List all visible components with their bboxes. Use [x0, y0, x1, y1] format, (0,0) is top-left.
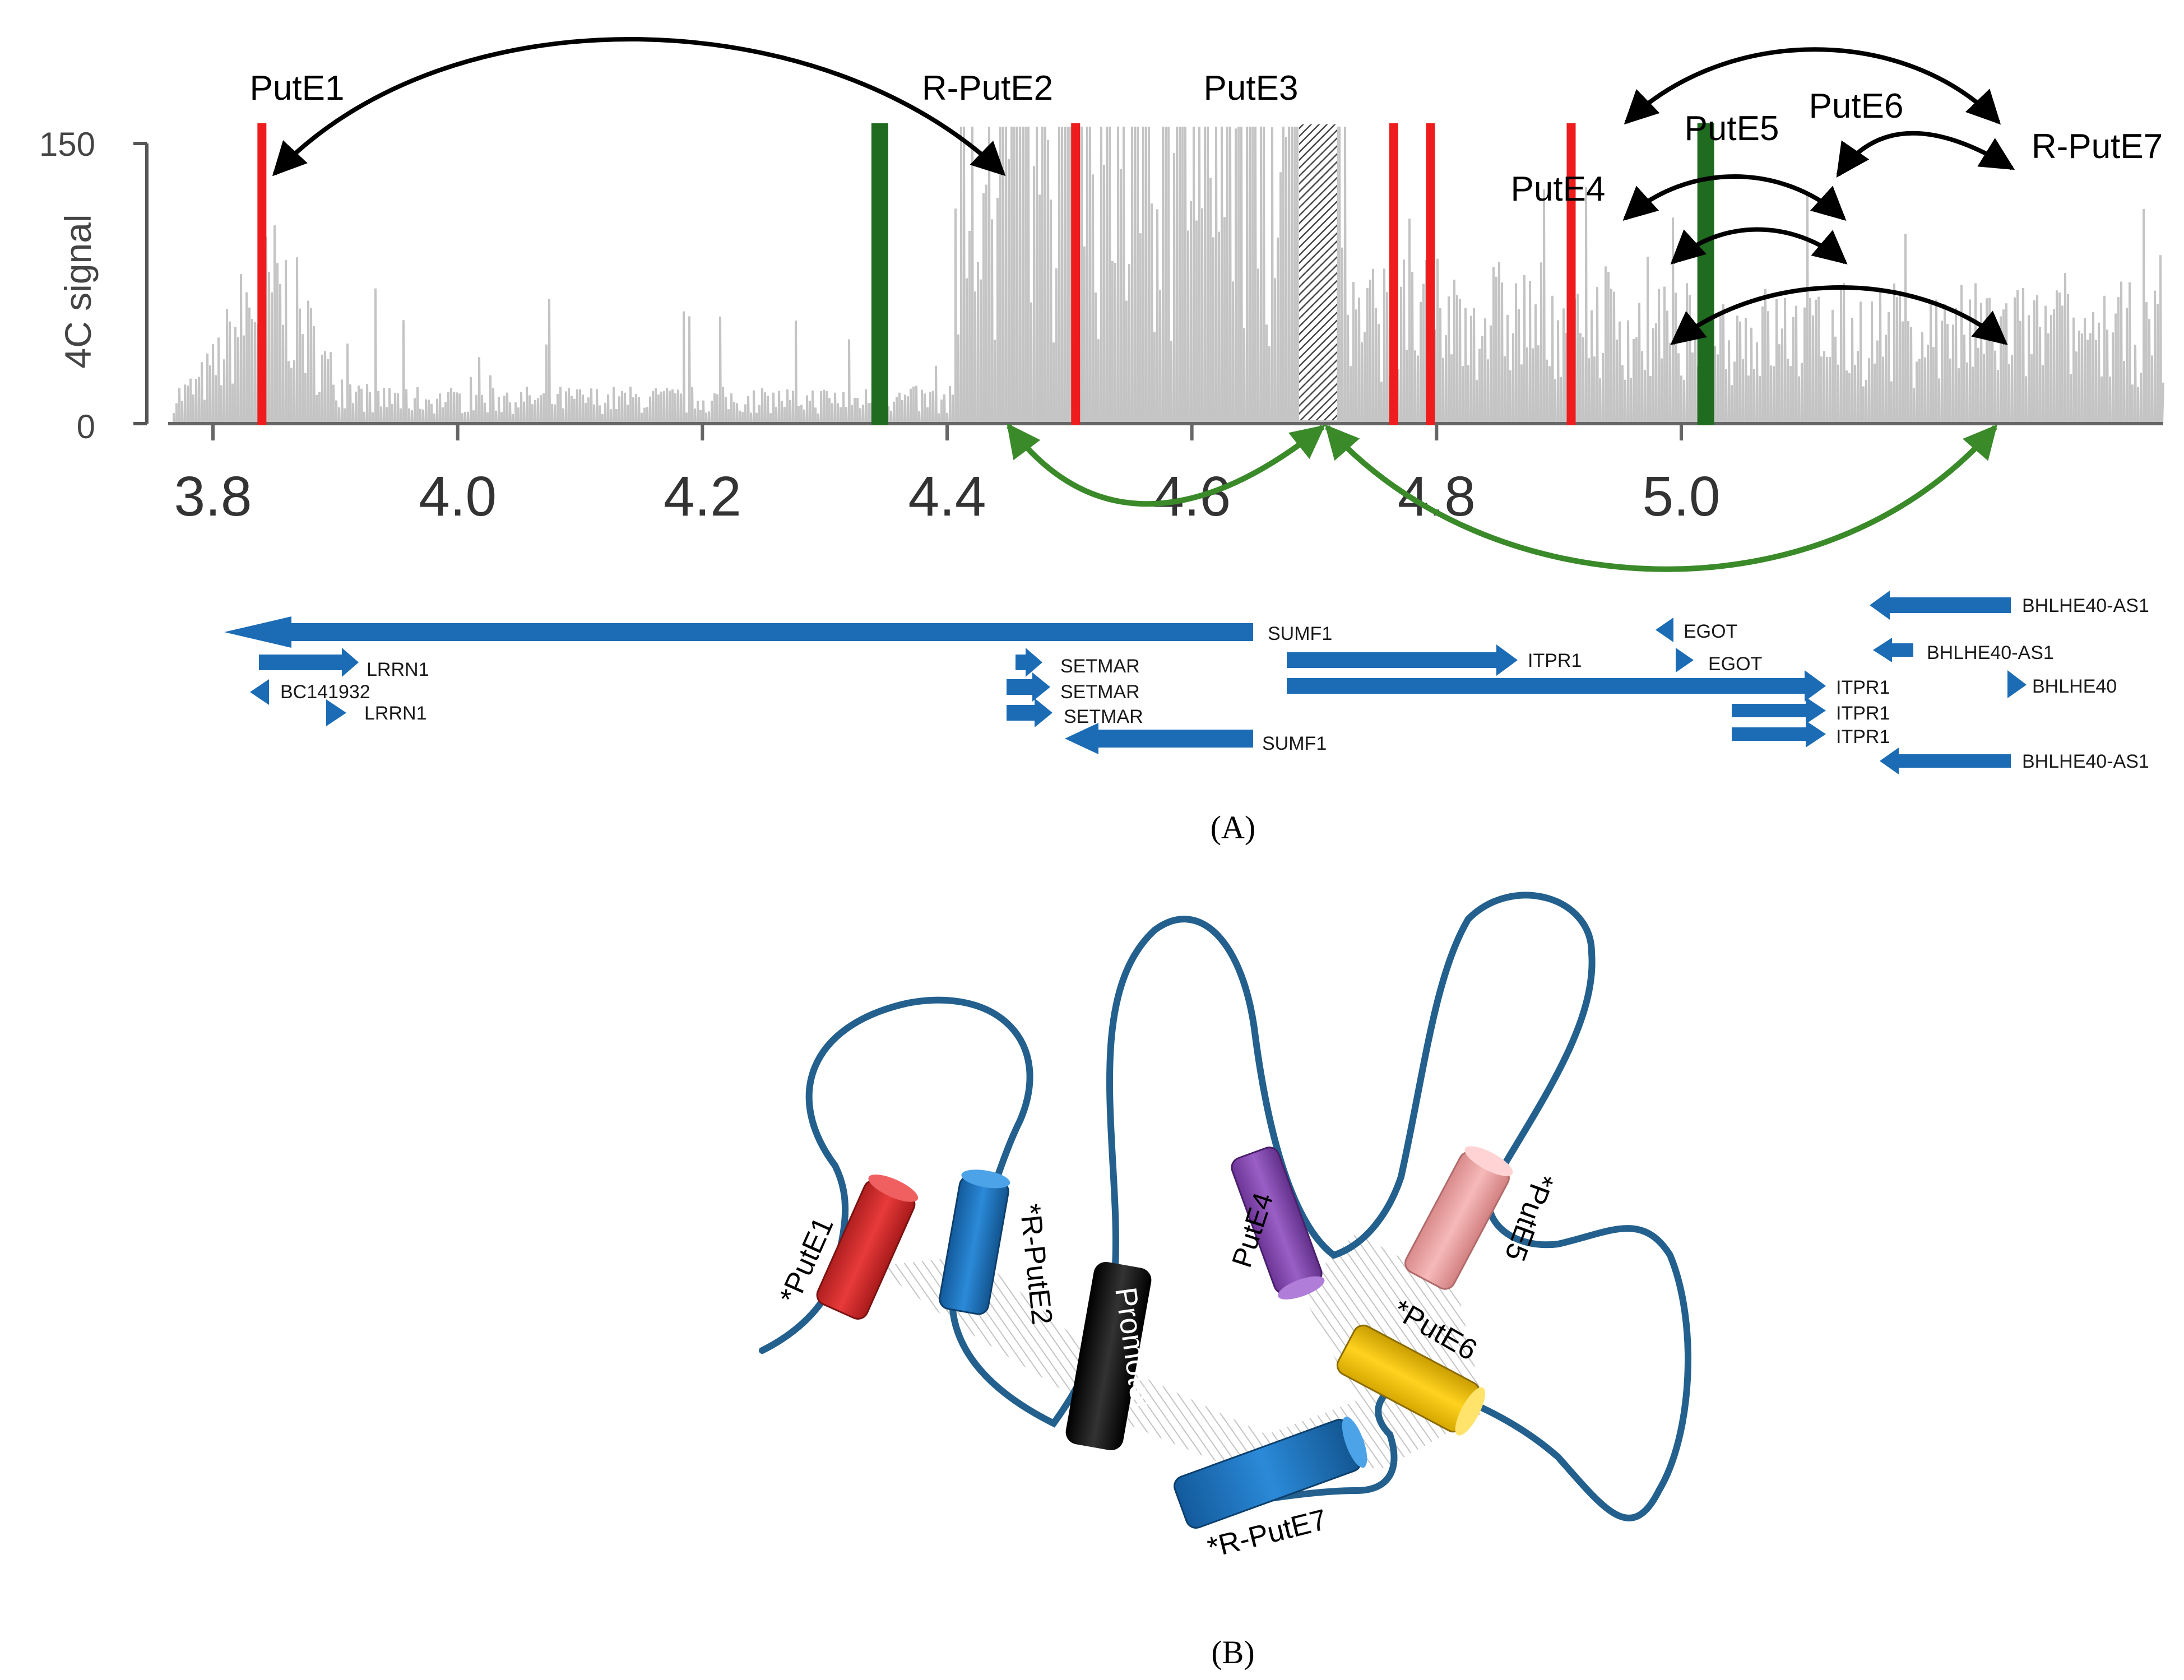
enhancer-bar-pute4: [1389, 123, 1398, 425]
gene-label: SUMF1: [1262, 733, 1327, 754]
block-r-pute2: [939, 1169, 1010, 1315]
label-pute3: PutE3: [1204, 69, 1299, 108]
gene-label: ITPR1: [1836, 703, 1890, 724]
gene-label: LRRN1: [364, 703, 426, 724]
block-pute4-cap: [1278, 1276, 1325, 1300]
interaction-arrows-black: [272, 37, 2015, 345]
gene-label: BHLHE40-AS1: [2022, 595, 2149, 616]
arrow-pute1-r-pute2: [272, 37, 1006, 177]
block-pute6-cap: [1455, 1387, 1485, 1436]
enhancer-bar-pute1: [257, 123, 267, 425]
gene-arrow: [1016, 648, 1042, 677]
gene-label: BHLHE40-AS1: [2022, 751, 2149, 772]
block-r-pute2-cap: [961, 1169, 1010, 1189]
gene-label: BC141932: [280, 681, 370, 703]
block-pute6: [1336, 1324, 1485, 1436]
label-r-pute2: R-PutE2: [922, 69, 1053, 108]
x-tick-label: 4.4: [908, 465, 986, 528]
block-pute4: [1231, 1147, 1325, 1300]
block-pute5: [1404, 1146, 1513, 1290]
gene-label: ITPR1: [1836, 726, 1890, 748]
gene-arrow: [1732, 721, 1826, 748]
label-pute1: PutE1: [250, 69, 345, 108]
arrow-pute4-r-pute7-top: [1624, 47, 2001, 125]
x-tick-label: 4.0: [419, 465, 497, 528]
label-pute6: PutE6: [1809, 87, 1904, 126]
gene-arrow: [1065, 723, 1253, 754]
hub-shading: [874, 1233, 1485, 1468]
gene-label: SUMF1: [1268, 623, 1332, 644]
gene-label: BHLHE40-AS1: [1927, 642, 2054, 663]
panel-b-label: (B): [1211, 1634, 1254, 1670]
gene-label: ITPR1: [1528, 650, 1582, 671]
gene-track: SUMF1 LRRN1 BC141932 LRRN1 SETMAR SETMAR…: [224, 591, 2149, 774]
4c-signal-track: [173, 127, 2164, 424]
gene-label: SETMAR: [1060, 656, 1140, 677]
enhancer-bars: [257, 123, 1714, 425]
interaction-hub: [874, 1233, 1485, 1468]
enhancer-bar-pute6: [1566, 123, 1576, 425]
x-tick-label: 4.2: [664, 465, 741, 528]
enhancer-bar-r-pute7: [1697, 123, 1714, 425]
arrow-r-pute2-pute3: [1007, 423, 1325, 507]
label-pute5: PutE5: [1685, 109, 1779, 148]
panel-b: *PutE1 *R-PutE2 Promoter PutE4 *PutE5 *P…: [759, 892, 1691, 1670]
panel-a-label: (A): [1211, 809, 1256, 846]
arrow-pute5-r-pute7: [1670, 285, 2008, 345]
gene-arrow: [1287, 644, 1518, 676]
block-pute1: [816, 1174, 919, 1320]
gene-arrow: [1732, 697, 1826, 724]
gene-arrow: [1676, 648, 1694, 672]
gene-arrow: [1656, 618, 1673, 642]
signal-area: [173, 127, 2164, 424]
y-tick-label-0: 0: [77, 408, 95, 445]
gene-arrow: [224, 616, 1253, 648]
gene-label: LRRN1: [367, 659, 429, 680]
gene-arrow: [1287, 670, 1826, 702]
label-r-pute7: R-PutE7: [2032, 127, 2163, 166]
gene-arrow: [1007, 672, 1050, 702]
gene-label: SETMAR: [1064, 706, 1143, 727]
arrow-pute6-r-pute7: [1836, 131, 2015, 178]
gene-label: ITPR1: [1836, 677, 1890, 698]
arrow-pute5-pute6: [1670, 227, 1848, 265]
y-axis-title: 4C signal: [57, 214, 99, 368]
enhancer-bar-r-pute2: [871, 123, 888, 425]
enhancer-bar-pute5: [1426, 123, 1435, 425]
gene-arrow: [1870, 591, 2011, 620]
arrow-pute4-pute6: [1622, 174, 1847, 221]
gene-arrow: [1873, 638, 1913, 662]
y-tick-label-150: 150: [39, 126, 95, 163]
chromatin-fiber: [759, 892, 1691, 1521]
label-pute4: PutE4: [1511, 170, 1606, 208]
gene-arrow: [1007, 698, 1052, 727]
block-pute1-cap: [868, 1174, 919, 1202]
gene-arrow: [326, 699, 346, 726]
gene-arrow: [250, 679, 269, 705]
block-promoter-body: [1065, 1261, 1152, 1451]
gene-label: EGOT: [1708, 653, 1762, 675]
enhancer-bar-pute3: [1071, 123, 1081, 425]
gene-arrow: [259, 648, 359, 677]
pute3-hatched-region: [1299, 124, 1337, 420]
x-tick-label: 5.0: [1642, 465, 1720, 528]
block-r-pute7-cap: [1342, 1417, 1367, 1468]
block-pute5-cap: [1464, 1146, 1513, 1176]
interaction-arrows-green: [1007, 423, 1997, 572]
x-tick-label: 3.8: [174, 465, 252, 528]
block-r-pute7: [1174, 1417, 1367, 1529]
block-promoter: [1065, 1261, 1152, 1451]
gene-label: SETMAR: [1060, 681, 1140, 703]
gene-label: BHLHE40: [2032, 676, 2117, 697]
arrow-pute3-r-pute7: [1325, 424, 1997, 572]
gene-arrow: [2007, 670, 2027, 698]
gene-arrow: [1880, 748, 2011, 774]
gene-label: EGOT: [1684, 621, 1737, 642]
